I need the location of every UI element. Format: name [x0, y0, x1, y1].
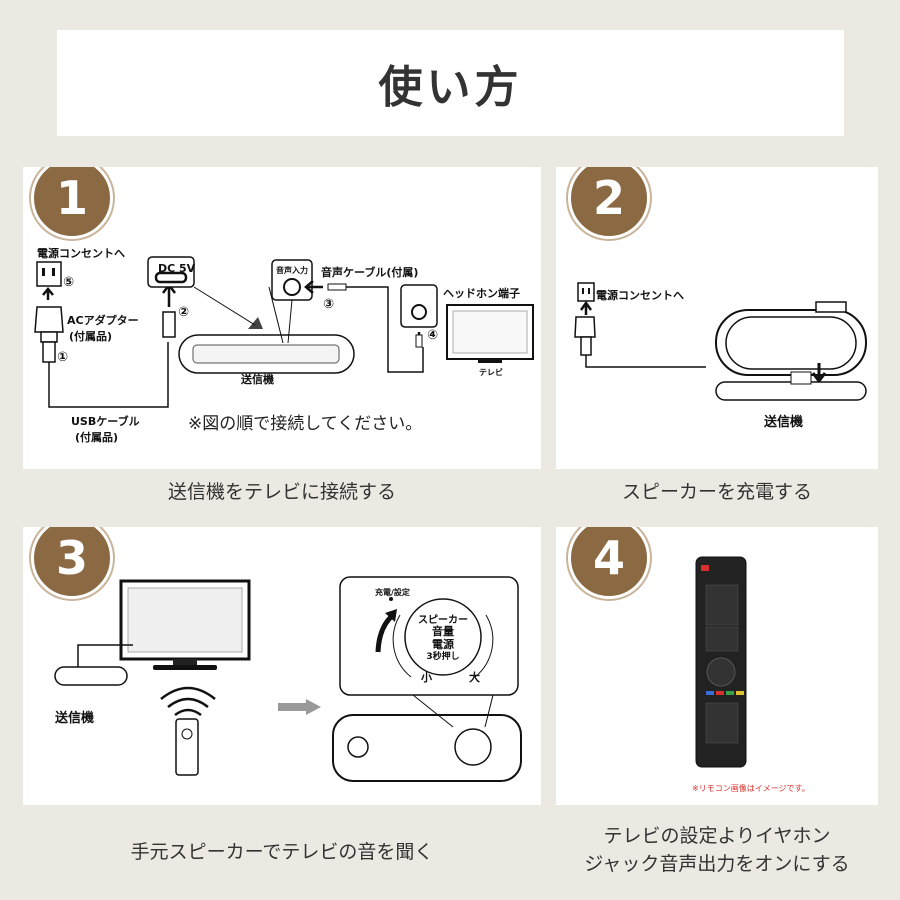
step-4-panel: ※リモコン画像はイメージです。 4 — [556, 527, 878, 805]
step-4-caption-line-1: テレビの設定よりイヤホン — [603, 825, 831, 847]
volume-large-label: 大 — [469, 671, 480, 684]
step-3-panel: 送信機 充電/設定 スピーカー 音量 電源 3秒押し 小 大 3 — [23, 527, 541, 805]
step-1-caption: 送信機をテレビに接続する — [167, 481, 396, 503]
step-3-caption: 手元スピーカーでテレビの音を聞く — [130, 841, 434, 863]
tv-label: テレビ — [479, 368, 503, 377]
step-2-badge: 2 — [568, 167, 650, 239]
circled-4: ④ — [427, 328, 439, 343]
headphone-jack-label: ヘッドホン端子 — [443, 287, 520, 300]
step-2-caption: スピーカーを充電する — [621, 481, 812, 503]
step-1-diagram — [34, 256, 534, 408]
step-4-caption: テレビの設定よりイヤホン ジャック音声出力をオンにする — [556, 822, 878, 878]
circled-5: ⑤ — [63, 275, 75, 290]
audio-in-label: 音声入力 — [276, 266, 308, 275]
charge-setting-label: 充電/設定 — [375, 588, 410, 597]
title-box: 使い方 — [57, 30, 844, 136]
volume-small-label: 小 — [421, 671, 432, 684]
remote-image-note: ※リモコン画像はイメージです。 — [692, 784, 810, 793]
audio-cable-label: 音声ケーブル(付属) — [321, 266, 419, 279]
dial-line-1: スピーカー — [418, 615, 468, 626]
transmitter-label: 送信機 — [241, 373, 274, 386]
power-outlet-label: 電源コンセントへ — [37, 247, 125, 260]
dial-line-4: 3秒押し — [426, 652, 460, 662]
step-4-badge: 4 — [568, 527, 650, 599]
circled-1: ① — [57, 350, 69, 365]
dial-line-2: 音量 — [432, 625, 454, 638]
usb-cable-label: USBケーブル — [71, 415, 140, 428]
power-outlet-label: 電源コンセントへ — [596, 289, 684, 302]
step-1-panel: 電源コンセントへ ⑤ ACアダプター (付属品) ① DC 5V ② 音声入力 … — [23, 167, 541, 469]
dial-line-3: 電源 — [432, 638, 454, 651]
step-4-caption-line-2: ジャック音声出力をオンにする — [584, 853, 850, 875]
step-2-panel: 電源コンセントへ 送信機 2 — [556, 167, 878, 469]
ac-adapter-label: ACアダプター — [67, 314, 139, 327]
circled-3: ③ — [323, 297, 335, 312]
connection-note: ※図の順で接続してください。 — [188, 414, 423, 434]
step-3-diagram — [54, 576, 522, 782]
step-1-badge: 1 — [31, 167, 113, 239]
circled-2: ② — [178, 305, 190, 320]
transmitter-label: 送信機 — [55, 711, 95, 726]
step-3-badge: 3 — [31, 527, 113, 599]
tv-remote-image — [695, 556, 747, 768]
dc-label: DC 5V — [158, 262, 196, 275]
ac-adapter-included-label: (付属品) — [69, 330, 113, 343]
page-title: 使い方 — [378, 62, 523, 113]
step-2-diagram — [574, 282, 867, 401]
transmitter-label: 送信機 — [764, 415, 804, 430]
usb-cable-included-label: (付属品) — [75, 431, 119, 444]
